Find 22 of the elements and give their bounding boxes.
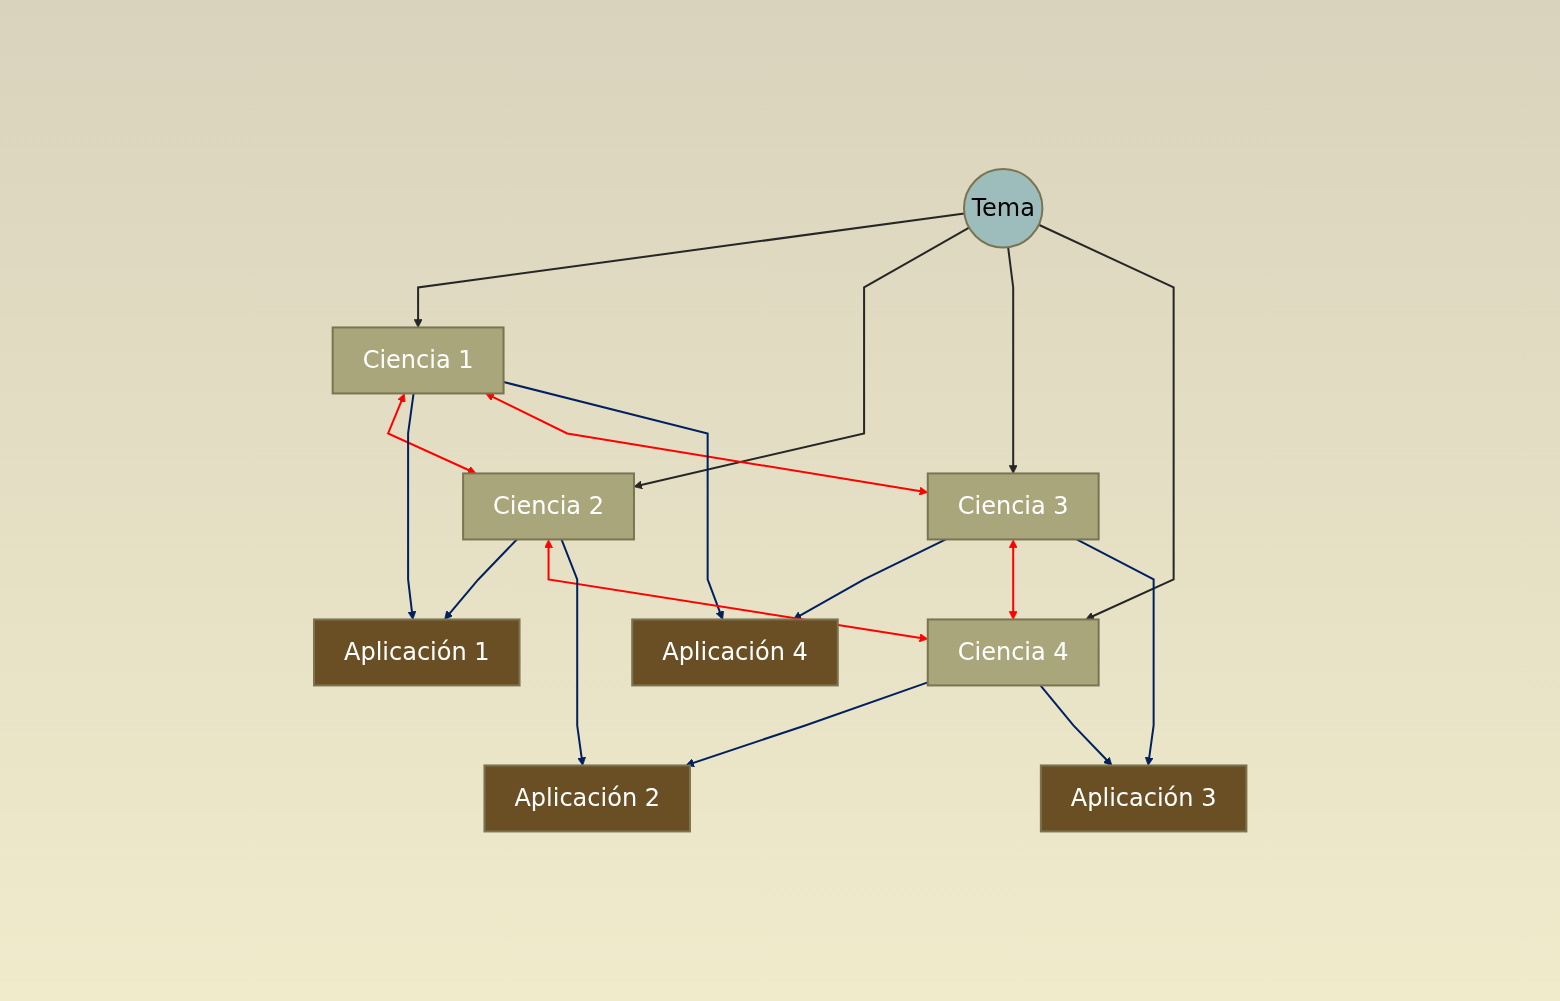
node-box: Ciencia 2 — [461, 472, 635, 541]
arrow — [560, 538, 586, 767]
arrow — [1075, 538, 1155, 767]
node-box: Ciencia 3 — [926, 472, 1100, 541]
node-box: Aplicación 3 — [1039, 764, 1248, 833]
node-circle: Tema — [962, 168, 1044, 249]
arrow — [1006, 246, 1018, 475]
node-box: Aplicación 1 — [312, 618, 521, 687]
arrow — [543, 539, 928, 643]
arrow — [633, 226, 970, 490]
node-box: Ciencia 4 — [926, 618, 1100, 687]
arrow — [386, 393, 477, 475]
arrow — [1039, 684, 1113, 767]
node-box: Aplicación 4 — [631, 618, 839, 687]
arrow — [485, 393, 928, 496]
arrow — [444, 538, 518, 621]
node-box: Aplicación 2 — [483, 764, 691, 833]
arrow — [1037, 224, 1175, 621]
arrow — [406, 392, 417, 621]
node-box: Ciencia 1 — [331, 326, 505, 395]
arrow — [1008, 539, 1018, 621]
arrow — [792, 538, 947, 621]
